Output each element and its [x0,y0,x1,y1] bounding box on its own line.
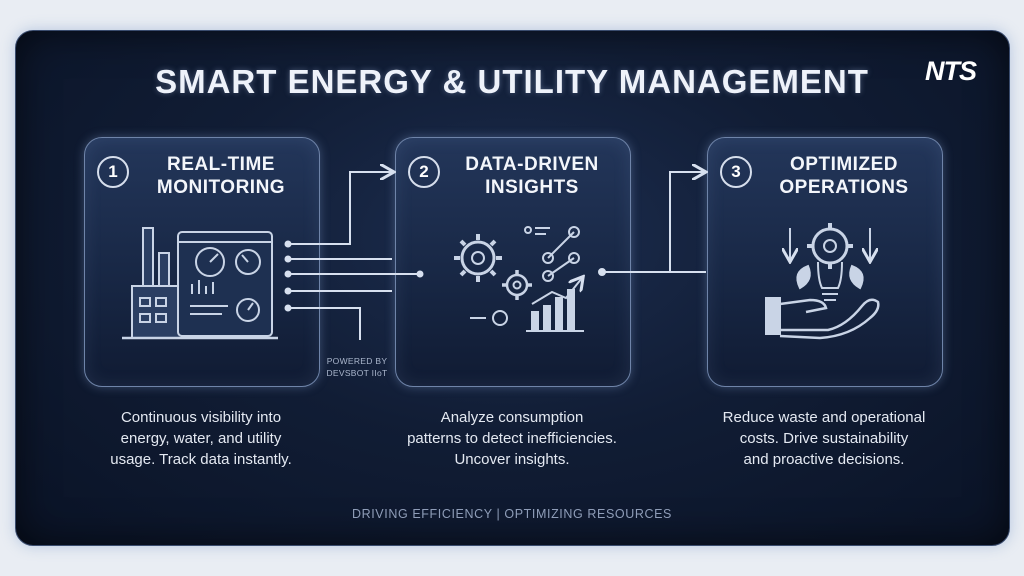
hand-lightbulb-gear-icon [765,223,880,340]
step-number-1: 1 [97,156,129,188]
step-description-2: Analyze consumption patterns to detect i… [407,409,617,468]
step-number-2: 2 [408,156,440,188]
step-description-1: Continuous visibility into energy, water… [110,409,292,468]
connector-lines-1-2 [284,172,424,340]
page-title: SMART ENERGY & UTILITY MANAGEMENT [155,63,869,100]
step-heading-3: OPTIMIZED OPERATIONS [779,154,909,198]
gears-analytics-icon [454,226,584,332]
step-description-3: Reduce waste and operational costs. Driv… [722,409,926,468]
step-number-3: 3 [720,156,752,188]
step-card-2: 2 DATA-DRIVEN INSIGHTS [395,137,631,387]
connector-lines-2-3 [598,172,706,276]
nts-logo: NTS [925,56,977,86]
footer-tagline: DRIVING EFFICIENCY | OPTIMIZING RESOURCE… [351,507,672,521]
powered-by-label: POWERED BY DEVSBOT IIoT [326,356,388,378]
factory-monitoring-icon [122,227,278,340]
step-heading-1: REAL-TIME MONITORING [156,154,286,198]
step-heading-2: DATA-DRIVEN INSIGHTS [465,154,599,198]
